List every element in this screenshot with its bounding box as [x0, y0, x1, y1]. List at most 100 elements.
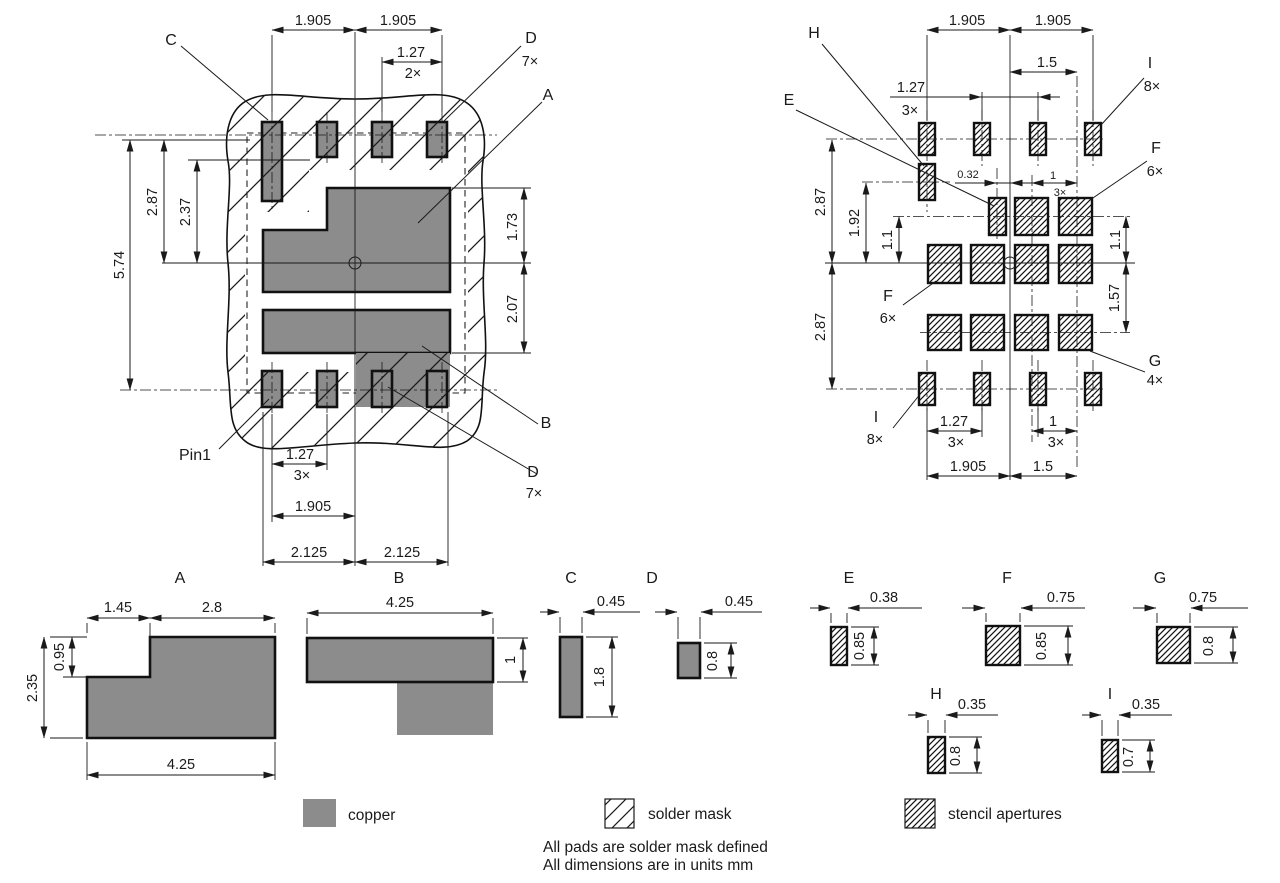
detail-h-label: H: [930, 686, 942, 703]
callout-i-top-qty: 8×: [1144, 79, 1161, 95]
detail-b-dim-h: 1: [503, 656, 519, 664]
detail-i-label: I: [1108, 686, 1112, 703]
detail-i-shape: [1100, 738, 1120, 774]
callout-i-top: I: [1148, 55, 1152, 72]
dim-pitch-left: 1.905: [295, 13, 331, 29]
dim-bot-small: 1.27: [286, 447, 314, 463]
dimensions: 1.905 1.905 1.27 2× 5.74 2.87 2.37 1.73 …: [112, 13, 528, 566]
dim-row2-right: 1.1: [1108, 230, 1124, 250]
dim-half-width-right: 2.125: [384, 545, 420, 561]
detail-d: D 0.45 0.8: [646, 570, 762, 680]
detail-e-dim-h: 0.85: [852, 632, 868, 660]
detail-c-dim-w: 0.45: [597, 594, 625, 610]
detail-g-shape: [1155, 625, 1192, 665]
detail-b-copper-under: [397, 682, 493, 735]
detail-e: E 0.38 0.85: [810, 570, 922, 667]
legend-solder-mask-label: solder mask: [648, 806, 732, 823]
detail-c-dim-h: 1.8: [592, 667, 608, 687]
dim-unit-pitch: 1: [1050, 170, 1056, 182]
callouts: H E I 8× F 6× F 6× G 4× I 8×: [784, 25, 1164, 448]
detail-b-label: B: [394, 570, 405, 587]
dim-bot-unit: 1: [1049, 414, 1057, 430]
dim-row2-left: 1.1: [880, 230, 896, 250]
callout-f-right-qty: 6×: [1147, 164, 1164, 180]
detail-b-dim-w: 4.25: [386, 595, 414, 611]
extension-lines: [122, 35, 531, 566]
dim-pitch-right: 1.905: [1035, 13, 1071, 29]
callout-d-bottom: D: [527, 464, 539, 481]
legend-copper-label: copper: [348, 807, 395, 824]
dim-half-height: 2.87: [145, 188, 161, 216]
dim-half-bottom: 2.87: [813, 313, 829, 341]
dim-top-small-qty: 2×: [405, 66, 422, 82]
dim-small-pitch-qty: 3×: [902, 103, 919, 119]
dim-bot-small-qty: 3×: [294, 468, 311, 484]
detail-i-dim-h: 0.7: [1121, 747, 1137, 767]
detail-d-label: D: [646, 570, 658, 587]
callout-h: H: [808, 25, 820, 42]
dim-top-small: 1.27: [397, 45, 425, 61]
dim-bot-pitch: 1.905: [295, 499, 331, 515]
detail-g-dim-w: 0.75: [1189, 590, 1217, 606]
land-pattern-view: 1.905 1.905 1.27 2× 5.74 2.87 2.37 1.73 …: [95, 13, 554, 566]
detail-d-dim-h: 0.8: [705, 651, 721, 671]
notes: All pads are solder mask defined All dim…: [543, 839, 768, 874]
dim-total-height: 5.74: [112, 251, 128, 279]
detail-d-shape: [676, 641, 702, 680]
dim-bot-offset: 1.5: [1033, 459, 1053, 475]
callout-f-left-qty: 6×: [880, 311, 897, 327]
dim-unit-pitch-qty: 3×: [1054, 187, 1067, 199]
legend: copper solder mask stencil apertures: [303, 798, 1062, 829]
detail-e-shape: [829, 625, 849, 667]
dim-pitch-right: 1.905: [380, 13, 416, 29]
center-lines: [95, 32, 531, 566]
detail-d-dim-w: 0.45: [725, 594, 753, 610]
detail-c: C 0.45 1.8: [540, 570, 640, 719]
callout-g-qty: 4×: [1147, 373, 1164, 389]
detail-f-dim-h: 0.85: [1034, 632, 1050, 660]
copper-pad-a: [261, 186, 452, 294]
dim-half-top: 2.87: [813, 188, 829, 216]
callout-d-top: D: [525, 30, 537, 47]
callout-d-top-qty: 7×: [522, 54, 539, 70]
note-mask-defined: All pads are solder mask defined: [543, 839, 768, 856]
callout-c: C: [165, 32, 177, 49]
legend-stencil-label: stencil apertures: [948, 806, 1062, 823]
dimensions: 1.905 1.905 1.5 1.27 3× 0.32 1 3× 2.87 1…: [813, 13, 1130, 480]
detail-a-label: A: [175, 570, 186, 587]
callout-i-bottom: I: [874, 409, 878, 426]
legend-solder-mask-hatch: [605, 799, 634, 828]
callouts: C D 7× A B D 7× Pin1: [165, 30, 553, 502]
dim-half-width-left: 2.125: [291, 545, 327, 561]
dim-offset-right: 1.5: [1037, 55, 1057, 71]
detail-c-label: C: [565, 570, 577, 587]
dim-a-height: 1.73: [505, 213, 521, 241]
legend-stencil-swatch: [904, 798, 936, 829]
detail-h-shape: [926, 735, 947, 775]
note-units: All dimensions are in units mm: [543, 857, 753, 874]
detail-h: H 0.35 0.8: [908, 686, 998, 775]
dim-small-pitch: 1.27: [897, 80, 925, 96]
detail-e-label: E: [844, 570, 855, 587]
detail-i: I 0.35 0.7: [1082, 686, 1172, 774]
callout-g: G: [1149, 353, 1161, 370]
detail-a-dim-h: 2.35: [25, 674, 41, 702]
dim-b-extent: 2.07: [505, 295, 521, 323]
extension-lines: [926, 35, 1094, 480]
detail-f: F 0.75 0.85: [962, 570, 1085, 667]
callout-b: B: [541, 415, 552, 432]
callout-e: E: [784, 92, 795, 109]
detail-a-dim-top-w: 2.8: [202, 600, 222, 616]
detail-a: A 1.45 2.8 0.95 2.35 4.25: [25, 570, 277, 780]
dim-bot-pitch: 1.905: [950, 459, 986, 475]
stencil-view: 1.905 1.905 1.5 1.27 3× 0.32 1 3× 2.87 1…: [784, 13, 1164, 480]
detail-c-shape: [558, 635, 584, 719]
callout-f-right: F: [1151, 140, 1161, 157]
detail-f-shape: [984, 624, 1022, 667]
callout-i-bottom-qty: 8×: [867, 432, 884, 448]
dim-bot-small-qty: 3×: [948, 435, 965, 451]
detail-g-label: G: [1154, 570, 1166, 587]
callout-pin1: Pin1: [179, 447, 211, 464]
